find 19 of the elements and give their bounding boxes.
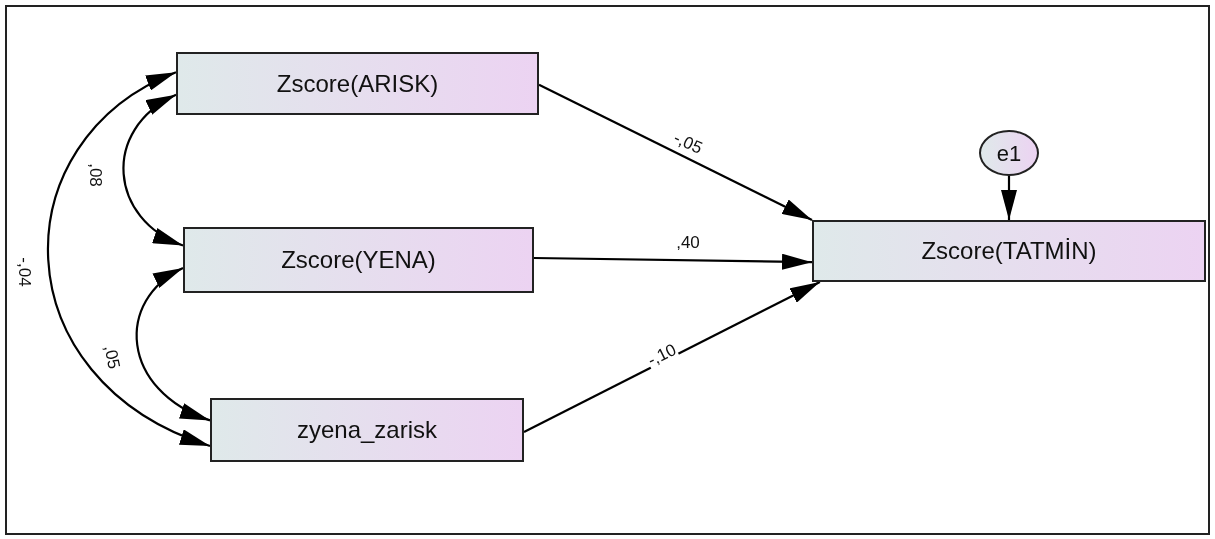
variable-box — [183, 227, 534, 293]
variable-box — [176, 52, 539, 115]
node-label: e1 — [996, 139, 1022, 168]
curved-double-arrow — [135, 266, 211, 422]
variable-box — [210, 398, 524, 462]
curved-double-arrow — [47, 71, 211, 447]
edge-label: ,40 — [675, 233, 701, 251]
node-label: zyena_zarisk — [296, 415, 438, 445]
edge-label: -,04 — [15, 256, 33, 288]
node-label: Zscore(TATMİN) — [921, 236, 1097, 266]
node-label: Zscore(ARISK) — [276, 68, 439, 99]
edge-label: ,08 — [86, 162, 104, 188]
arrow — [523, 281, 821, 433]
variable-box — [812, 220, 1206, 282]
arrow — [538, 83, 813, 221]
arrow — [1001, 176, 1017, 220]
arrow — [534, 253, 812, 270]
curved-double-arrow — [122, 93, 184, 247]
node-label: Zscore(YENA) — [281, 245, 436, 275]
